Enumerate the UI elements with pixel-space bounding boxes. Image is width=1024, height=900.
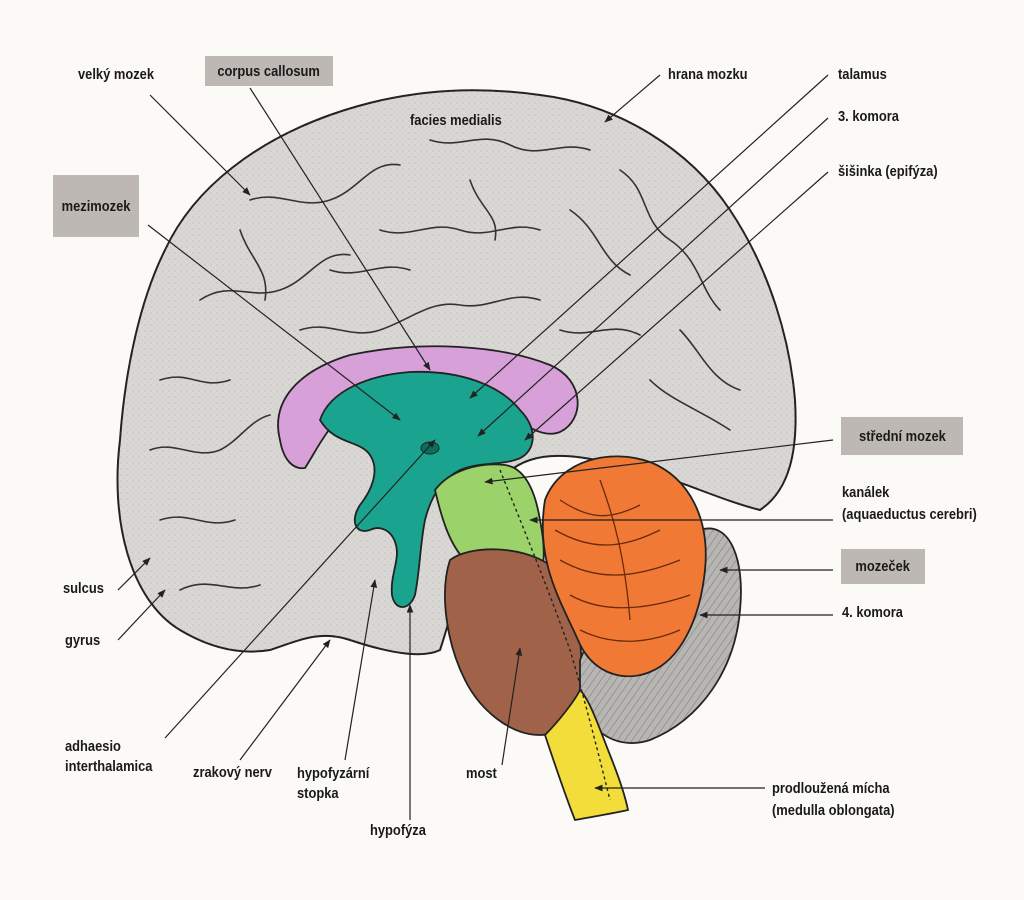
label-box-corpus-callosum: corpus callosum [205, 56, 333, 86]
label-hrana-mozku: hrana mozku [668, 66, 748, 83]
label-hypofyzarni-stopka: hypofyzární stopka [297, 765, 370, 802]
label-box-mozecek: mozeček [841, 549, 925, 584]
label-box-mezimozek: mezimozek [53, 175, 139, 237]
label-mozecek: mozeček [855, 558, 911, 575]
label-hypofyza: hypofýza [370, 822, 426, 839]
leader-lines [117, 74, 834, 820]
label-kanalek: kanálek (aquaeductus cerebri) [842, 484, 977, 523]
label-3-komora: 3. komora [838, 108, 899, 125]
label-box-stredni-mozek: střední mozek [841, 417, 963, 455]
label-gyrus: gyrus [65, 632, 101, 649]
label-adhaesio-interthalamica: adhaesio interthalamica [65, 738, 153, 775]
label-corpus-callosum: corpus callosum [217, 62, 321, 80]
label-facies-medialis: facies medialis [410, 112, 502, 129]
label-most: most [466, 765, 497, 782]
label-sulcus: sulcus [63, 580, 104, 597]
label-talamus: talamus [838, 66, 887, 83]
corpus-callosum-region [277, 345, 579, 470]
label-prodlouzena-micha: prodloužená mícha (medulla oblongata) [772, 780, 895, 819]
label-stredni-mozek: střední mozek [858, 427, 946, 445]
label-velky-mozek: velký mozek [78, 66, 155, 83]
label-sisinka: šišinka (epifýza) [838, 163, 938, 180]
gyri-lines [149, 138, 741, 591]
cerebellum-region [541, 455, 707, 678]
label-zrakovy-nerv: zrakový nerv [193, 764, 272, 781]
label-mezimozek: mezimozek [61, 197, 131, 215]
label-4-komora: 4. komora [842, 604, 903, 621]
